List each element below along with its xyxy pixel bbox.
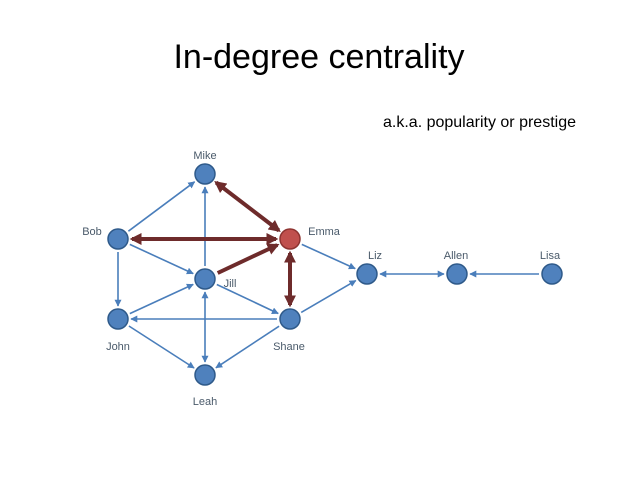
node-label-mike: Mike xyxy=(193,150,216,162)
node-john xyxy=(107,308,129,330)
node-leah xyxy=(194,364,216,386)
node-label-john: John xyxy=(106,341,130,353)
edge-shane-liz xyxy=(300,279,357,314)
edge-bob-mike xyxy=(127,181,196,232)
slide-title: In-degree centrality xyxy=(173,38,465,76)
edge-emma-mike xyxy=(214,180,281,233)
edges-layer xyxy=(114,180,539,369)
node-label-allen: Allen xyxy=(444,250,468,262)
node-label-bob: Bob xyxy=(82,226,102,238)
node-label-liz: Liz xyxy=(368,250,382,262)
edge-jill-shane xyxy=(216,283,279,315)
node-label-jill: Jill xyxy=(224,278,237,290)
edge-john-leah xyxy=(128,325,195,369)
edge-bob-jill xyxy=(129,243,194,275)
node-label-lisa: Lisa xyxy=(540,250,561,262)
edge-emma-liz xyxy=(301,243,356,270)
node-lisa xyxy=(541,263,563,285)
node-label-leah: Leah xyxy=(193,396,217,408)
node-label-shane: Shane xyxy=(273,341,305,353)
edge-jill-emma xyxy=(216,243,280,275)
edge-shane-leah xyxy=(215,325,280,369)
node-liz xyxy=(356,263,378,285)
node-jill xyxy=(194,268,216,290)
edge-john-jill xyxy=(129,283,194,315)
slide-subtitle: a.k.a. popularity or prestige xyxy=(383,114,576,131)
node-shane xyxy=(279,308,301,330)
node-emma xyxy=(279,228,301,250)
node-label-emma: Emma xyxy=(308,226,341,238)
node-mike xyxy=(194,163,216,185)
node-allen xyxy=(446,263,468,285)
nodes-layer xyxy=(107,163,563,386)
node-bob xyxy=(107,228,129,250)
